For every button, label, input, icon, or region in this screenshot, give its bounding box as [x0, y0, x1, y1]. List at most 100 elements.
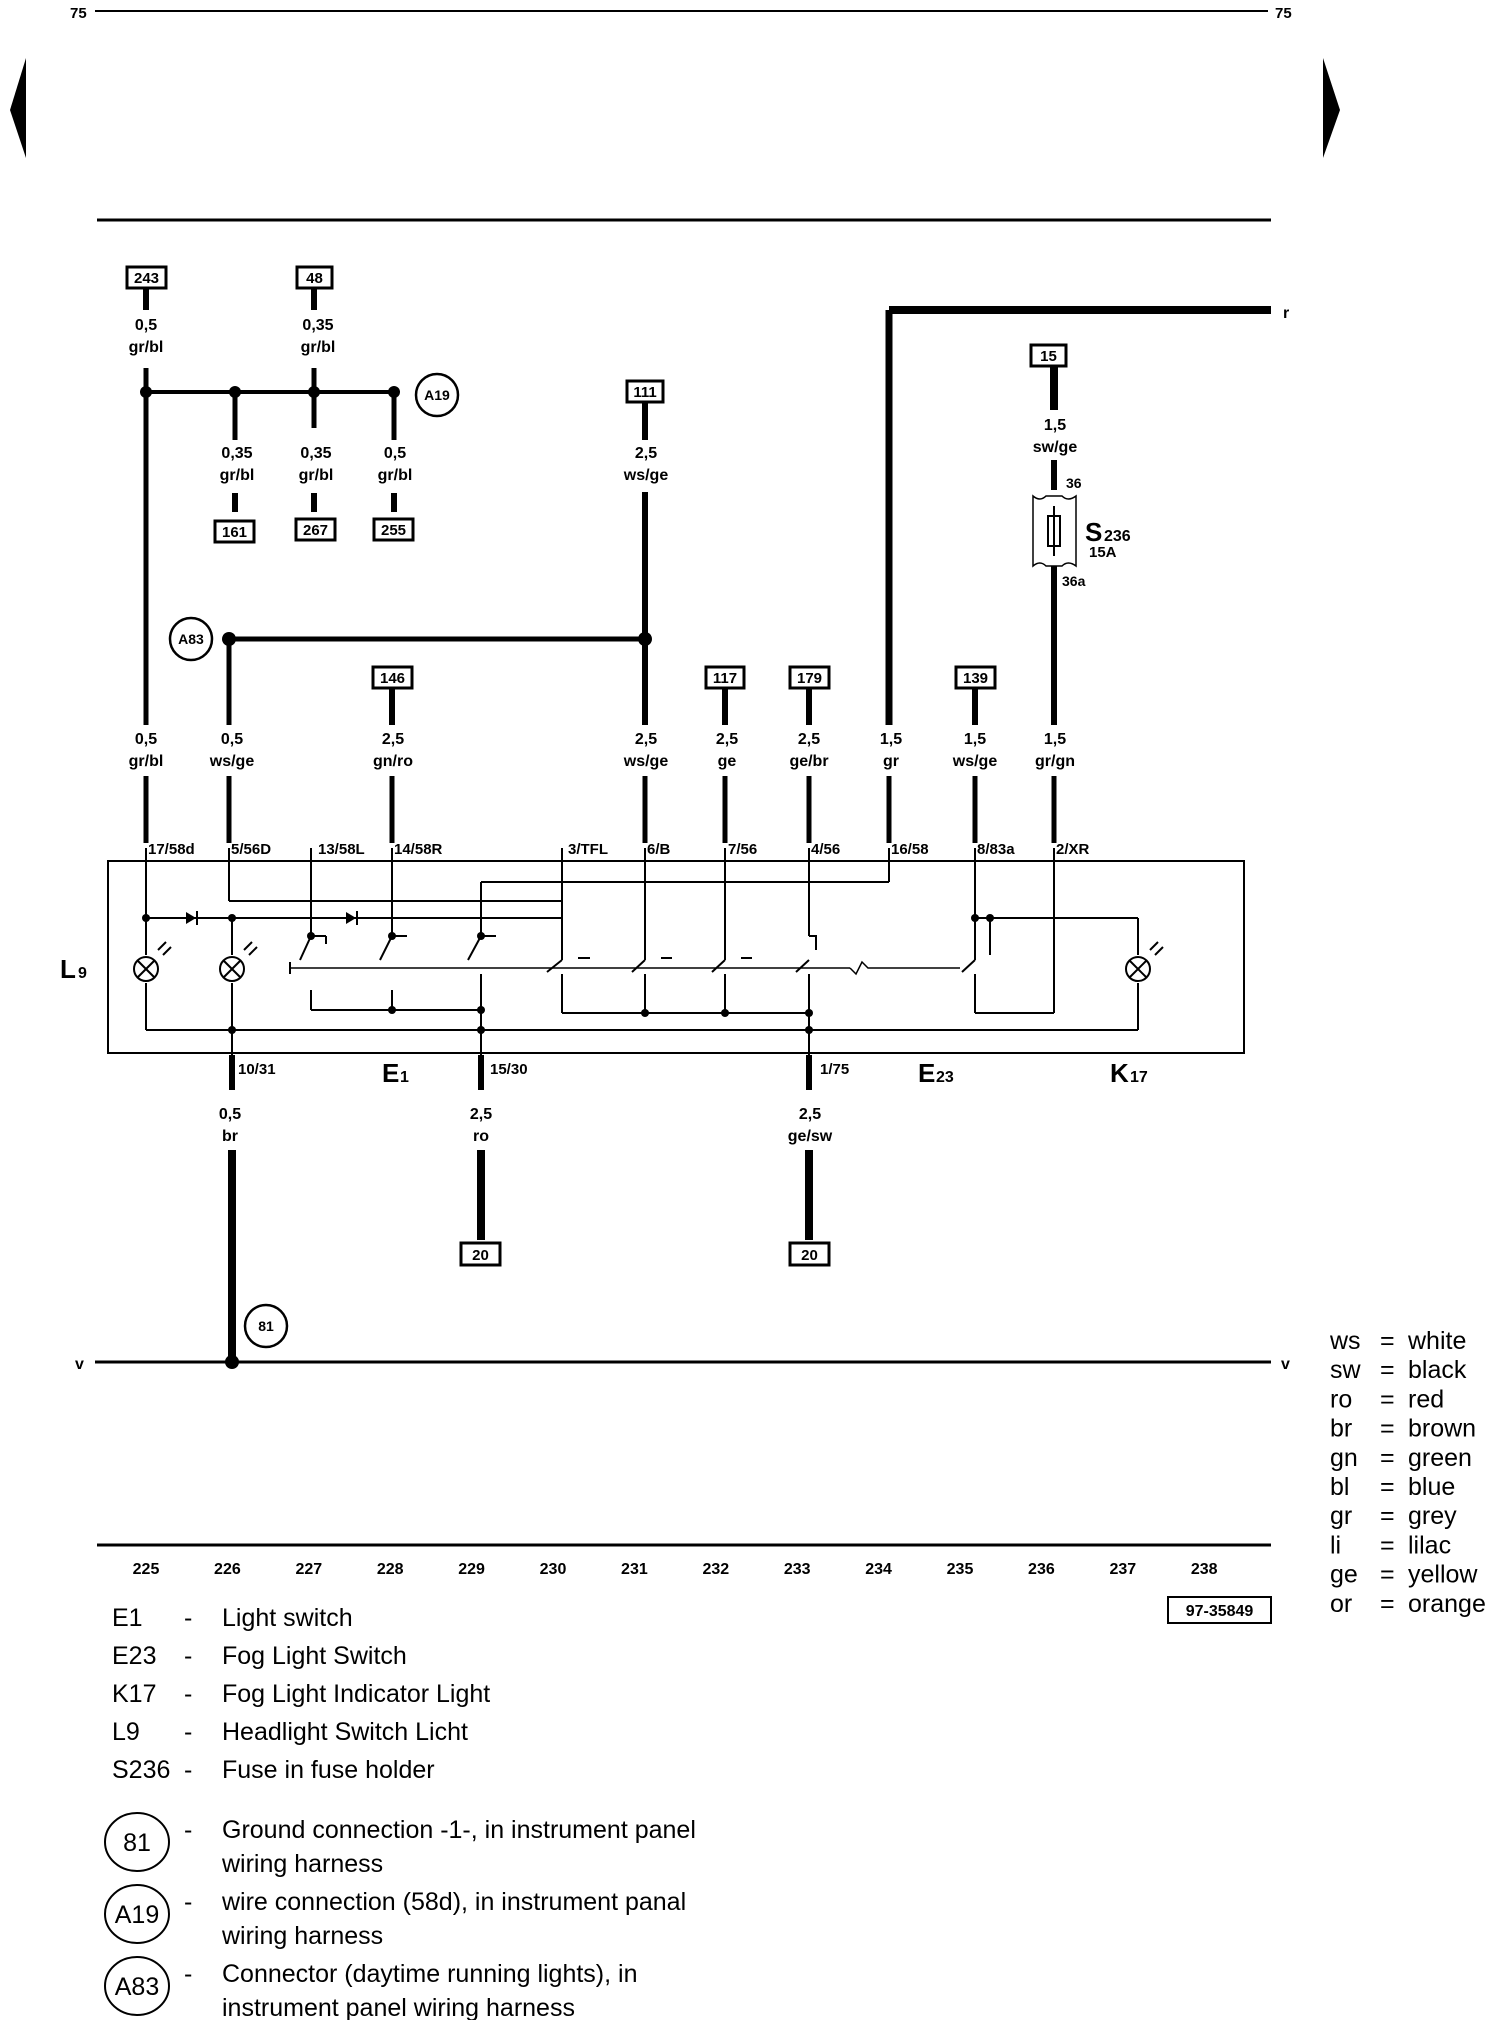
color-equals: =	[1380, 1415, 1395, 1443]
fuse-s236	[1032, 494, 1077, 568]
color-equals: =	[1380, 1502, 1395, 1530]
page-number-right: 75	[1275, 5, 1292, 22]
track-number: 231	[621, 1561, 648, 1578]
wire-size-label: 0,35	[221, 445, 252, 462]
wire-size-label: 2,5	[635, 731, 657, 748]
pin-label: 14/58R	[394, 841, 443, 858]
track-number: 227	[295, 1561, 322, 1578]
fuse-label-sub: 236	[1104, 528, 1131, 545]
connector-symbol-icon	[104, 1812, 170, 1872]
fuse-label: S	[1085, 517, 1102, 547]
legend-code: S236	[112, 1756, 170, 1784]
wire-size-label: 0,5	[219, 1106, 241, 1123]
color-equals: =	[1380, 1327, 1395, 1355]
legend-text: Fuse in fuse holder	[222, 1756, 435, 1784]
track-number: 232	[702, 1561, 729, 1578]
color-equals: =	[1380, 1590, 1395, 1618]
wire-color-label: ro	[473, 1128, 489, 1145]
legend-text: Fog Light Indicator Light	[222, 1680, 490, 1708]
color-equals: =	[1380, 1356, 1395, 1384]
color-name: brown	[1408, 1415, 1476, 1443]
component-e1-label: E	[382, 1058, 399, 1088]
track-number: 236	[1028, 1561, 1055, 1578]
pin-label: 3/TFL	[568, 841, 608, 858]
svg-text:179: 179	[797, 670, 822, 687]
svg-text:243: 243	[134, 270, 159, 287]
color-code: ge	[1330, 1561, 1358, 1589]
color-equals: =	[1380, 1385, 1395, 1413]
color-code: sw	[1330, 1356, 1362, 1384]
wire-color-label: ge/sw	[788, 1128, 833, 1145]
legend-code: E23	[112, 1642, 156, 1670]
pin-label: 13/58L	[318, 841, 365, 858]
legend-dash: -	[184, 1888, 192, 1916]
legend-dash: -	[184, 1642, 192, 1670]
wire-size-label: 0,5	[135, 731, 157, 748]
prev-page-arrow-icon[interactable]	[10, 58, 26, 158]
svg-text:A83: A83	[178, 631, 204, 647]
svg-text:267: 267	[303, 522, 328, 539]
pin-label: 2/XR	[1056, 841, 1090, 858]
legend-text: instrument panel wiring harness	[222, 1994, 575, 2020]
wire-color-label: ws/ge	[952, 753, 998, 770]
track-number: 238	[1191, 1561, 1218, 1578]
track-number: 235	[947, 1561, 974, 1578]
component-l9-label: L	[60, 954, 76, 984]
ref-box-243: 243	[125, 265, 168, 290]
wire-color-label: gr/bl	[301, 339, 336, 356]
ref-box-255: 255	[372, 517, 415, 542]
pin-label: 7/56	[728, 841, 757, 858]
ref-box-139: 139	[954, 665, 997, 690]
color-equals: =	[1380, 1561, 1395, 1589]
wire-size-label: 0,35	[300, 445, 331, 462]
component-l9-sub: 9	[78, 965, 87, 982]
svg-text:48: 48	[306, 270, 323, 287]
connector-a19: A19	[414, 372, 460, 418]
svg-text:161: 161	[222, 524, 247, 541]
color-code: bl	[1330, 1473, 1349, 1501]
line-end-v: v	[75, 1356, 84, 1373]
connector-a83: A83	[168, 616, 214, 662]
track-number: 226	[214, 1561, 241, 1578]
switch-housing	[107, 860, 1245, 1054]
connector-code: 81	[123, 1829, 151, 1857]
lamp-icon	[219, 941, 258, 982]
legend-text: wiring harness	[221, 1850, 383, 1878]
pin-label: 15/30	[490, 1061, 528, 1078]
svg-text:139: 139	[963, 670, 988, 687]
track-number: 234	[865, 1561, 892, 1578]
ref-box-111: 111	[625, 379, 665, 404]
color-code: ro	[1330, 1385, 1352, 1413]
wire-size-label: 2,5	[635, 445, 657, 462]
legend-dash: -	[184, 1816, 192, 1844]
ref-box-20: 20	[459, 1241, 502, 1267]
color-equals: =	[1380, 1444, 1395, 1472]
next-page-arrow-icon[interactable]	[1323, 58, 1340, 158]
color-equals: =	[1380, 1531, 1395, 1559]
color-name: red	[1408, 1385, 1444, 1413]
ref-box-15: 15	[1029, 343, 1068, 368]
track-number: 228	[377, 1561, 404, 1578]
pin-label: 1/75	[820, 1061, 849, 1078]
wire-color-label: gr/gn	[1035, 753, 1075, 770]
wire-size-label: 1,5	[880, 731, 902, 748]
wire-size-label: 0,35	[302, 317, 333, 334]
wire-size-label: 1,5	[1044, 731, 1066, 748]
color-name: yellow	[1408, 1561, 1478, 1589]
color-name: blue	[1408, 1473, 1455, 1501]
svg-text:20: 20	[472, 1247, 489, 1264]
wire-color-label: ws/ge	[623, 467, 669, 484]
wire-color-label: gr/bl	[129, 753, 164, 770]
fuse-pin-in: 36	[1066, 475, 1082, 491]
color-code: br	[1330, 1415, 1352, 1443]
component-k17-sub: 17	[1130, 1069, 1148, 1086]
connector-legend: 81-Ground connection -1-, in instrument …	[104, 1812, 696, 2020]
legend-text: Connector (daytime running lights), in	[222, 1960, 637, 1988]
ref-box-146: 146	[371, 665, 414, 690]
figure-id-box: 97-35849	[1167, 1596, 1272, 1624]
wire-size-label: 0,5	[221, 731, 243, 748]
ref-box-267: 267	[294, 517, 337, 542]
wire-color-label: gr/bl	[378, 467, 413, 484]
svg-text:255: 255	[381, 522, 406, 539]
ref-box-161: 161	[213, 519, 256, 544]
